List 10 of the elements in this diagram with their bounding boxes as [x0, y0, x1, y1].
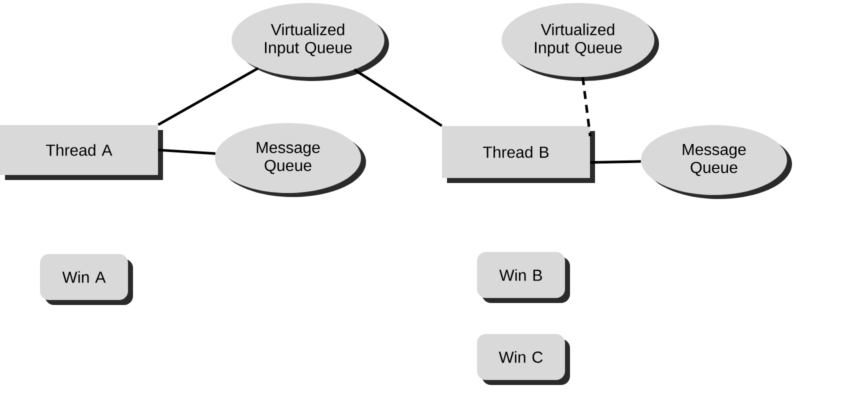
thread-box: Thread A	[0, 125, 163, 180]
connector-line	[581, 76, 592, 136]
thread-box: Thread B	[442, 126, 595, 183]
window-box: Win A	[40, 254, 133, 305]
connector-line	[590, 160, 641, 164]
window-box: Win B	[477, 252, 570, 303]
connector-line	[158, 148, 216, 155]
connector-line	[158, 67, 259, 126]
connector-line	[354, 68, 442, 127]
window-box: Win C	[477, 334, 570, 385]
